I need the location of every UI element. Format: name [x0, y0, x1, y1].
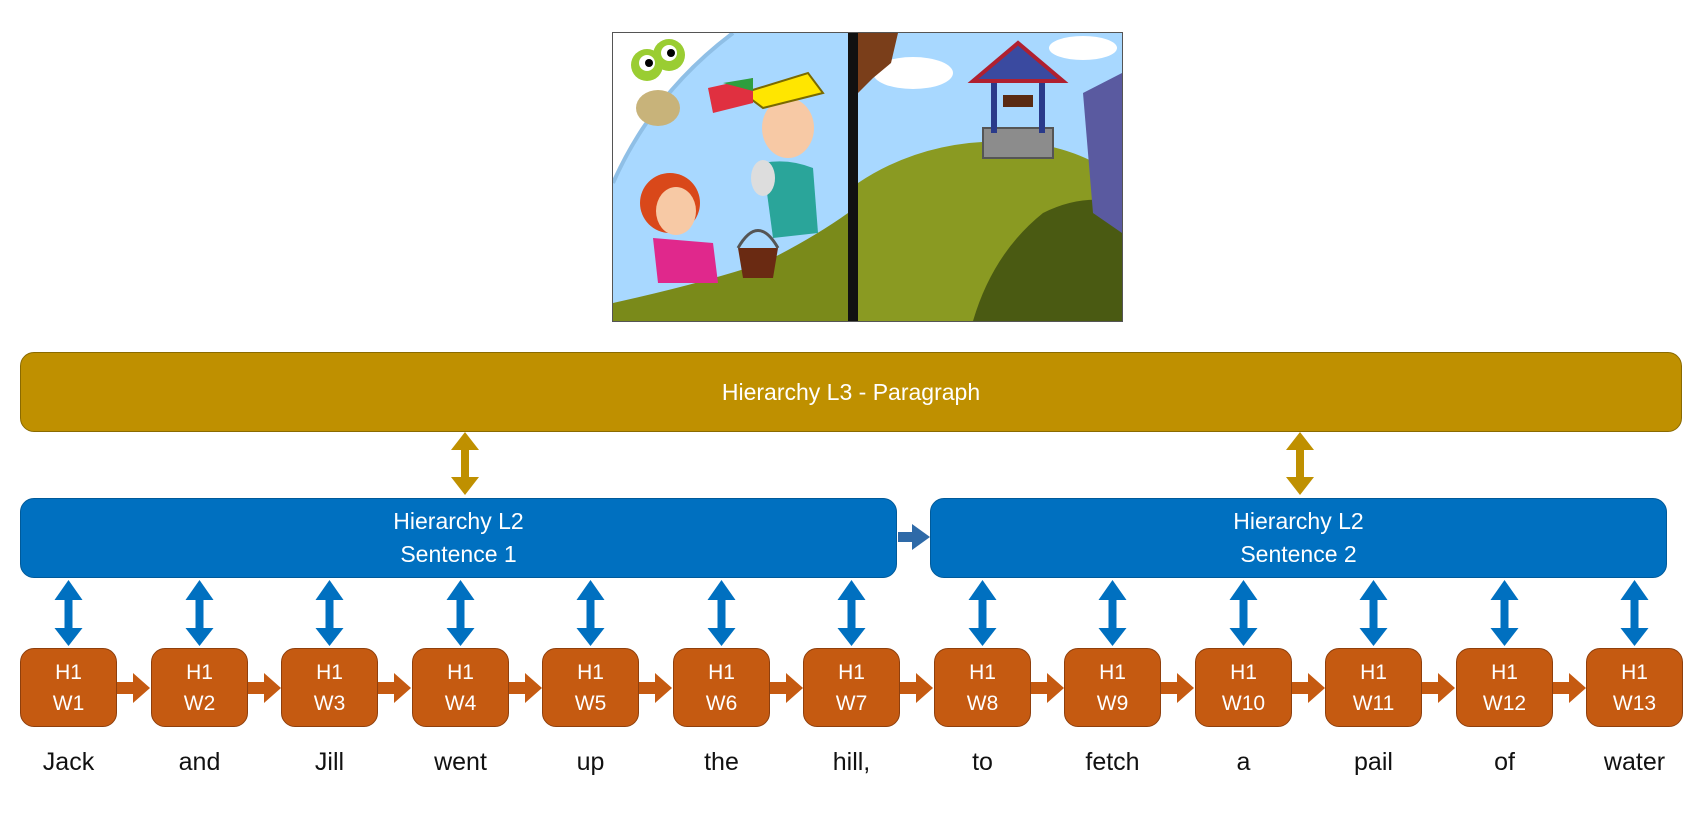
word-node-id: W12	[1482, 691, 1527, 715]
l2-l1-arrow-9	[1098, 580, 1127, 646]
paragraph-label: Hierarchy L3 - Paragraph	[721, 378, 981, 405]
word-sequence-arrow-4	[509, 673, 542, 703]
word-sequence-arrow-12	[1553, 673, 1586, 703]
word-text-1: Jack	[42, 748, 95, 776]
l2-l1-arrow-10	[1229, 580, 1258, 646]
word-text-8: to	[972, 748, 993, 776]
word-node-level: H1	[447, 660, 474, 684]
word-text-10: a	[1236, 748, 1251, 776]
word-text-5: up	[576, 748, 605, 776]
word-node-level: H1	[55, 660, 82, 684]
l2-l1-arrow-13	[1620, 580, 1649, 646]
word-text-2: and	[178, 748, 221, 776]
word-node-id: W11	[1352, 691, 1395, 715]
word-text-4: went	[434, 748, 487, 776]
word-node-level: H1	[1099, 660, 1126, 684]
word-node-id: W4	[444, 691, 477, 715]
word-text-12: of	[1494, 748, 1515, 776]
word-text-7: hill,	[832, 748, 871, 776]
sentence-2-line1: Hierarchy L2	[1233, 508, 1364, 534]
word-node-id: W9	[1096, 691, 1129, 715]
sentence-1-line2: Sentence 1	[400, 541, 517, 567]
word-text-11: pail	[1354, 748, 1393, 776]
word-node-id: W10	[1221, 691, 1266, 715]
sentence-link-arrow	[898, 524, 930, 550]
word-sequence-arrow-1	[117, 673, 150, 703]
word-node-id: W5	[574, 691, 607, 715]
nursery-rhyme-illustration	[612, 32, 1123, 322]
cartoon-scene	[613, 33, 1122, 321]
word-node-level: H1	[1491, 660, 1518, 684]
word-node-id: W3	[313, 691, 346, 715]
word-sequence-arrow-10	[1292, 673, 1325, 703]
word-node-id: W1	[52, 691, 85, 715]
sentence-1-bar: Hierarchy L2 Sentence 1	[20, 498, 897, 578]
word-node-level: H1	[316, 660, 343, 684]
word-sequence-arrow-7	[900, 673, 933, 703]
word-sequence-arrow-3	[378, 673, 411, 703]
sentence-1-line1: Hierarchy L2	[393, 508, 524, 534]
word-sequence-arrow-11	[1422, 673, 1455, 703]
word-node-id: W7	[835, 691, 868, 715]
word-node-id: W2	[183, 691, 216, 715]
word-sequence-arrow-8	[1031, 673, 1064, 703]
l2-l1-arrow-11	[1359, 580, 1388, 646]
l2-l1-arrow-3	[315, 580, 344, 646]
word-node-level: H1	[186, 660, 213, 684]
word-text-9: fetch	[1085, 748, 1140, 776]
word-sequence-arrow-2	[248, 673, 281, 703]
l2-l1-arrow-2	[185, 580, 214, 646]
word-text-13: water	[1603, 748, 1666, 776]
word-sequence-arrow-6	[770, 673, 803, 703]
sentence-2-line2: Sentence 2	[1240, 541, 1357, 567]
l2-l1-arrow-1	[54, 580, 83, 646]
word-sequence-arrow-5	[639, 673, 672, 703]
l2-l1-arrow-7	[837, 580, 866, 646]
l2-l1-arrow-5	[576, 580, 605, 646]
word-node-level: H1	[838, 660, 865, 684]
word-node-level: H1	[1621, 660, 1648, 684]
word-text-3: Jill	[314, 748, 345, 776]
l2-l1-arrow-8	[968, 580, 997, 646]
word-node-level: H1	[1230, 660, 1257, 684]
word-node-level: H1	[969, 660, 996, 684]
word-text-6: the	[704, 748, 739, 776]
word-node-level: H1	[1360, 660, 1387, 684]
l3-l2-arrow-1	[451, 432, 479, 495]
l2-l1-arrow-4	[446, 580, 475, 646]
word-node-id: W6	[705, 691, 738, 715]
l2-l1-arrow-6	[707, 580, 736, 646]
word-node-id: W8	[966, 691, 999, 715]
l2-l1-arrow-12	[1490, 580, 1519, 646]
word-sequence-arrow-9	[1161, 673, 1194, 703]
word-node-level: H1	[708, 660, 735, 684]
l3-l2-arrow-2	[1286, 432, 1314, 495]
word-node-id: W13	[1612, 691, 1657, 715]
word-node-level: H1	[577, 660, 604, 684]
paragraph-bar: Hierarchy L3 - Paragraph	[20, 352, 1682, 432]
sentence-2-bar: Hierarchy L2 Sentence 2	[930, 498, 1667, 578]
